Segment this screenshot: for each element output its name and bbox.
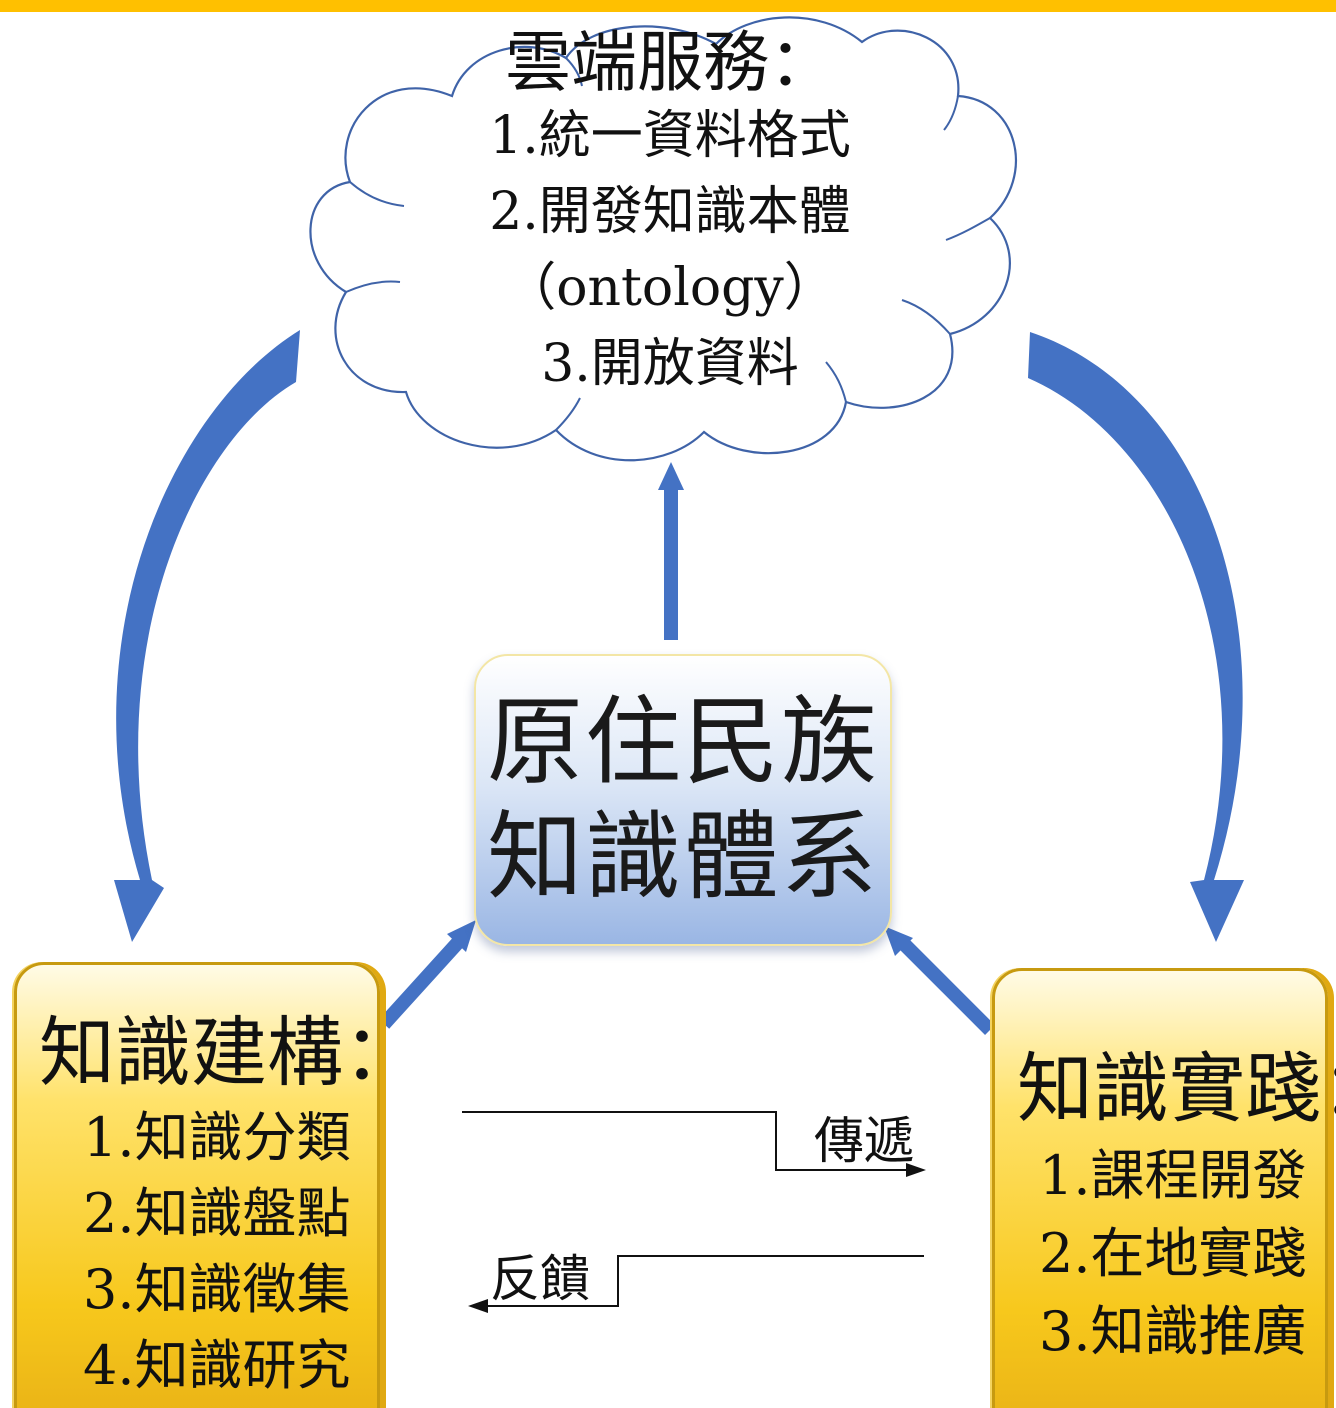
- cloud-title: 雲端服務：: [505, 24, 835, 101]
- knowledge-construction-item: 2.知識盤點: [83, 1182, 351, 1245]
- cloud-inner-arc: [945, 217, 991, 241]
- center-title-line: 知識體系: [487, 801, 879, 913]
- knowledge-construction-title: 知識建構：: [39, 1008, 419, 1097]
- knowledge-construction-box: 知識建構： 1.知識分類 2.知識盤點 3.知識徵集 4.知識研究: [14, 962, 419, 1408]
- up-arrow-head: [658, 462, 684, 490]
- forward-flow-label: 傳遞: [814, 1112, 914, 1170]
- forward-flow-connector: [462, 1111, 926, 1177]
- cloud-inner-arc: [565, 57, 583, 87]
- cloud-item: （ontology）: [504, 258, 836, 318]
- knowledge-practice-item: 2.在地實踐: [1039, 1222, 1307, 1285]
- knowledge-practice-item: 1.課程開發: [1039, 1144, 1307, 1207]
- cloud-item: 3.開放資料: [541, 334, 799, 394]
- top-accent-bar: [0, 0, 1336, 12]
- cloud-item: 2.開發知識本體: [489, 182, 851, 242]
- knowledge-practice-item: 3.知識推廣: [1039, 1300, 1307, 1363]
- knowledge-practice-box: 知識實踐： 1.課程開發 2.在地實踐 3.知識推廣: [992, 968, 1336, 1408]
- right-curved-arrow: [1028, 332, 1244, 942]
- knowledge-practice-title: 知識實踐：: [1017, 1044, 1336, 1133]
- cloud-inner-arc: [349, 181, 405, 207]
- cloud-inner-arc: [901, 299, 951, 335]
- cloud-inner-arc: [943, 95, 959, 131]
- cloud-shape: [309, 16, 1017, 462]
- knowledge-construction-item: 3.知識徵集: [83, 1258, 351, 1321]
- cloud-inner-arc: [345, 280, 401, 293]
- center-knowledge-system-box: 原住民族 知識體系: [474, 654, 892, 946]
- cloud-inner-arc: [555, 397, 581, 431]
- cloud-inner-arc: [825, 361, 847, 403]
- right-diagonal-arrow: [884, 926, 995, 1035]
- knowledge-construction-item: 4.知識研究: [83, 1334, 351, 1397]
- cloud-item: 1.統一資料格式: [489, 106, 851, 166]
- knowledge-construction-item: 1.知識分類: [83, 1106, 351, 1169]
- up-arrow-shaft: [664, 488, 678, 640]
- left-curved-arrow: [114, 330, 300, 942]
- left-diagonal-arrow: [378, 920, 476, 1029]
- feedback-flow-label: 反饋: [490, 1250, 590, 1308]
- center-title-line: 原住民族: [487, 685, 879, 798]
- cloud-service-text: 雲端服務： 1.統一資料格式 2.開發知識本體 （ontology） 3.開放資…: [470, 30, 870, 414]
- feedback-flow-connector: [468, 1255, 924, 1313]
